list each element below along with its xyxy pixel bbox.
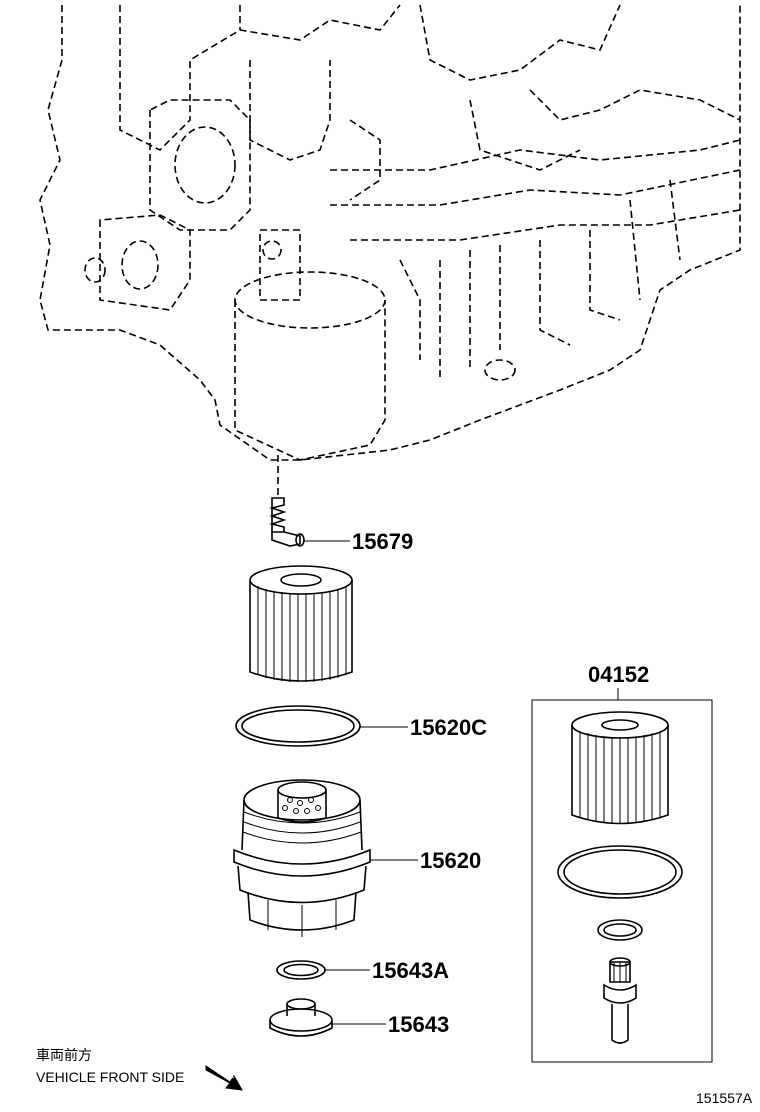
direction-label-en: VEHICLE FRONT SIDE xyxy=(36,1069,184,1085)
kit-drain-valve xyxy=(603,957,637,1044)
oil-filter-element xyxy=(249,565,353,682)
part-label-15620: 15620 xyxy=(420,848,481,873)
kit-gasket-small xyxy=(597,919,643,941)
kit-o-ring-large xyxy=(557,845,683,899)
oil-filter-cap xyxy=(233,779,371,937)
part-label-15679: 15679 xyxy=(352,529,413,554)
gasket-15643a xyxy=(276,960,326,980)
o-ring-15620c xyxy=(235,705,361,747)
part-label-15643: 15643 xyxy=(388,1012,449,1037)
kit-filter-element xyxy=(571,711,669,825)
part-label-15620c: 15620C xyxy=(410,715,487,740)
figure-id: 151557A xyxy=(696,1090,753,1106)
kit-box-04152 xyxy=(531,699,713,1063)
direction-label-jp: 車両前方 xyxy=(36,1047,92,1063)
engine-block-outline xyxy=(39,4,741,461)
drain-plug-15643 xyxy=(269,998,333,1037)
front-direction-arrow-icon xyxy=(205,1061,243,1091)
part-label-15643a: 15643A xyxy=(372,958,449,983)
oil-pressure-switch xyxy=(269,497,305,547)
part-label-04152: 04152 xyxy=(588,662,649,687)
